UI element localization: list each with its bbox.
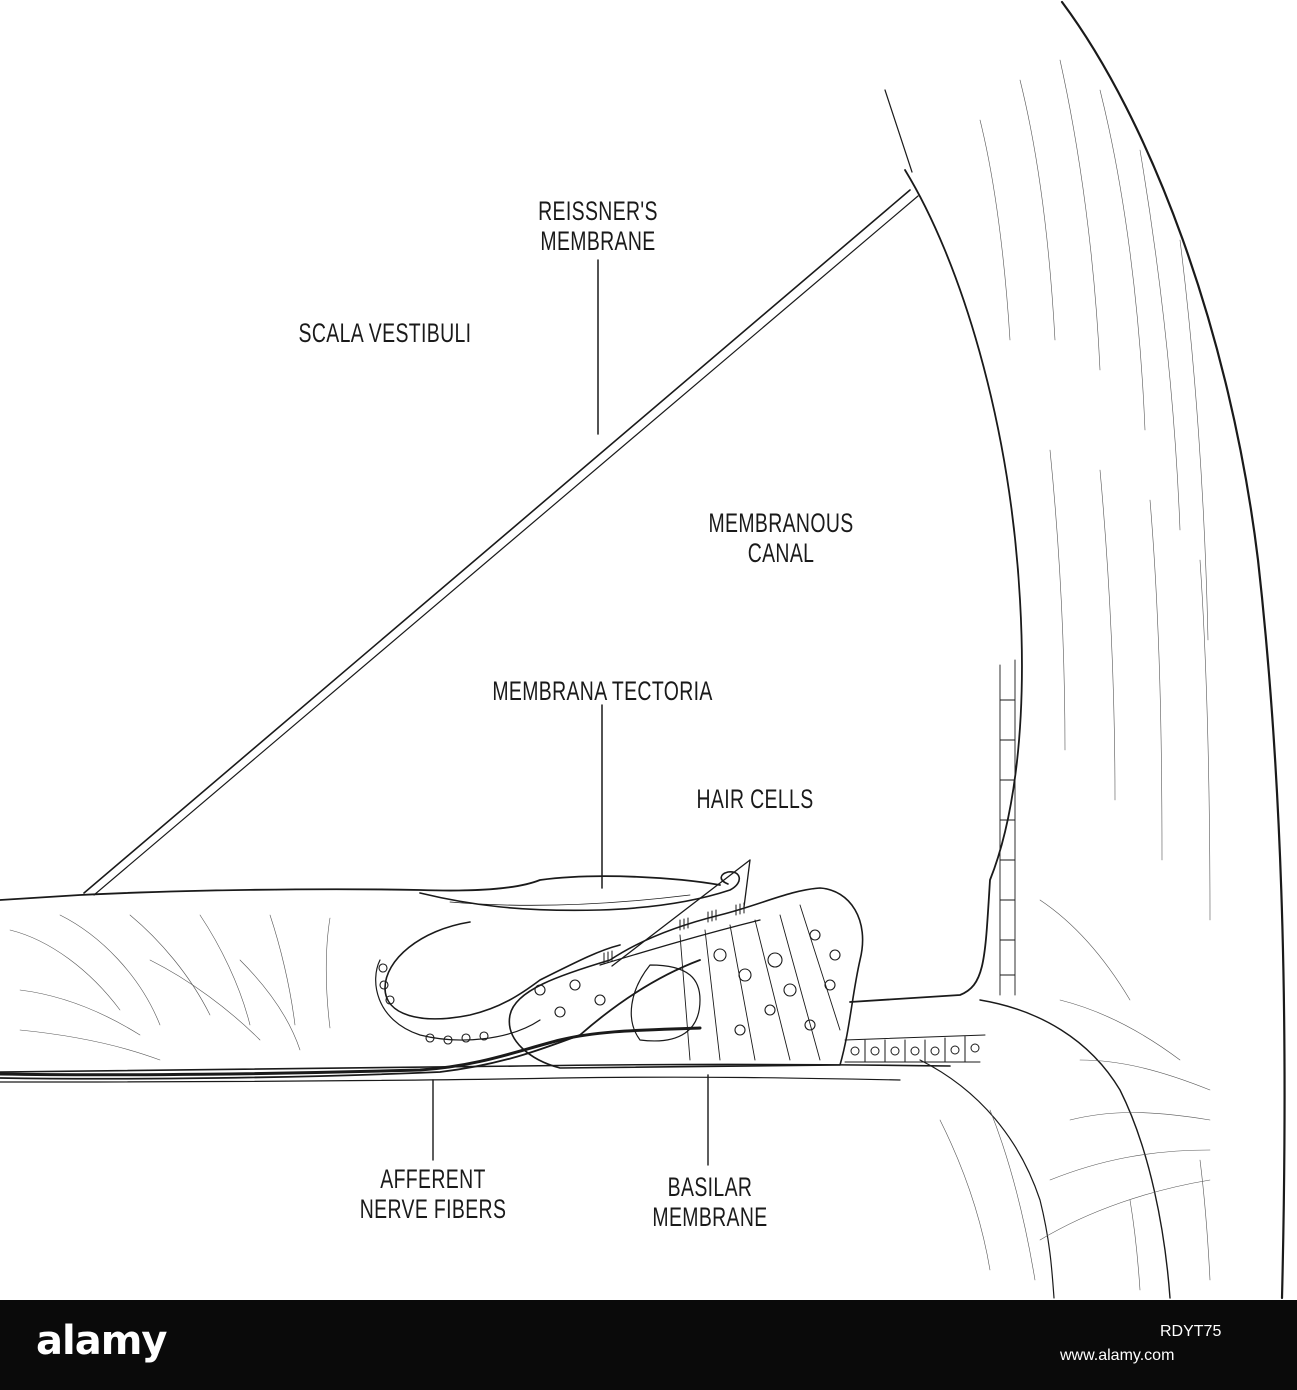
outer-sulcus-nuclei	[850, 1043, 980, 1056]
cell-nuclei	[378, 929, 841, 1045]
tunnel-of-corti	[630, 964, 701, 1042]
watermark-url[interactable]: www.alamy.com	[1060, 1347, 1175, 1364]
leader-hair-cells-1	[611, 859, 751, 967]
organ-of-corti-outline	[508, 887, 864, 1069]
reticular-lamina	[599, 919, 761, 966]
leader-hair-cells-2	[743, 859, 751, 908]
cell-lines	[679, 904, 841, 1061]
spiral-ligament-top	[884, 89, 913, 173]
inner-sulcus	[384, 921, 621, 1020]
afferent-nerve-fibers	[0, 1026, 702, 1077]
image-id: RDYT75	[1160, 1323, 1222, 1340]
reissners-membrane-line	[83, 189, 911, 894]
watermark-bar: alamy RDYT75 www.alamy.com	[0, 1300, 1297, 1390]
outer-sulcus-cells	[844, 1034, 986, 1063]
epithelium-cells	[999, 659, 1016, 996]
spiral-ligament-bottom	[979, 999, 1171, 1299]
reissners-membrane-line-2	[93, 195, 919, 896]
basilar-membrane-line	[0, 1063, 951, 1073]
inner-sulcus-lower	[375, 959, 541, 1041]
label-afferent-nerve-fibers: AFFERENT NERVE FIBERS	[359, 1164, 507, 1224]
label-scala-vestibuli: SCALA VESTIBULI	[298, 318, 472, 348]
label-basilar-membrane: BASILAR MEMBRANE	[652, 1172, 768, 1232]
ligament-texture	[939, 59, 1211, 1291]
label-membrana-tectoria: MEMBRANA TECTORIA	[492, 676, 713, 706]
afferent-nerve-fibers-2	[0, 959, 701, 1080]
outer-cochlear-wall	[1060, 0, 1286, 1300]
cochlea-cross-section-drawing	[0, 0, 1286, 1300]
tectorial-inner-line	[449, 894, 691, 906]
label-hair-cells: HAIR CELLS	[696, 784, 814, 814]
tectorial-membrane	[419, 871, 740, 912]
hair-bundles	[603, 902, 745, 964]
lower-wall	[919, 1059, 1055, 1299]
alamy-logo: alamy	[36, 1318, 167, 1364]
label-membranous-canal: MEMBRANOUS CANAL	[708, 508, 854, 568]
basilar-membrane-lower	[0, 1076, 901, 1083]
spiral-ligament-boundary	[849, 169, 1023, 1003]
cochlea-diagram: REISSNER'S MEMBRANE SCALA VESTIBULI MEMB…	[0, 0, 1286, 1300]
label-reissners-membrane: REISSNER'S MEMBRANE	[538, 196, 658, 256]
limbus-surface	[0, 875, 721, 901]
limbus-texture	[9, 914, 331, 1061]
